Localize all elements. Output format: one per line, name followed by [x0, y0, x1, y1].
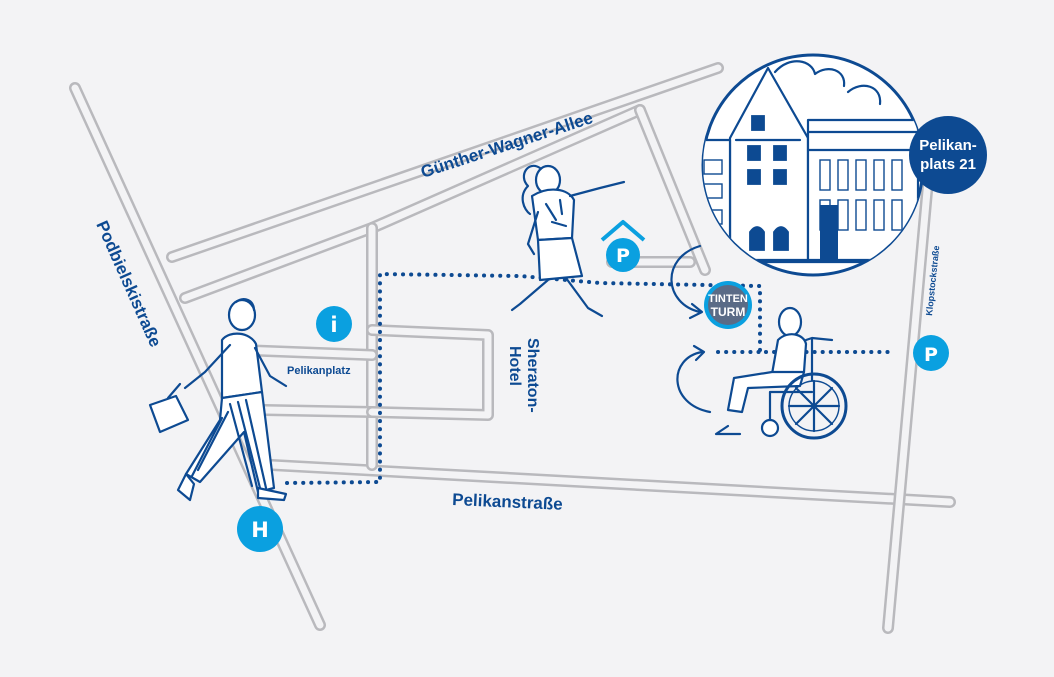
bus-stop-marker[interactable]: H	[237, 506, 283, 552]
garage-roof-icon	[600, 220, 646, 242]
arrow-head-icon-2	[692, 344, 706, 362]
parking-accessible-marker[interactable]: P	[913, 335, 949, 371]
wheelchair-user-illustration	[714, 306, 848, 440]
turn-arrow-bottom	[676, 350, 712, 414]
street-label-pelikanstrasse: Pelikanstraße	[452, 490, 563, 514]
address-line-2: plats 21	[920, 156, 976, 173]
building-illustration	[701, 53, 925, 277]
turn-arrows	[670, 244, 712, 414]
turn-arrow-top	[670, 244, 702, 314]
parking-garage-marker[interactable]: P	[600, 220, 646, 272]
street-label-pelikanplatz: Pelikanplatz	[287, 365, 351, 377]
tintenturm-logo: TINTEN TURM	[704, 281, 752, 329]
logo-line-2: TURM	[711, 305, 746, 319]
hotel-label-line2: Hotel	[506, 346, 523, 386]
parking-garage-letter: P	[616, 245, 630, 267]
walking-route	[285, 271, 892, 485]
hotel-label-line1: Sheraton-	[524, 338, 541, 413]
pointing-woman-illustration	[510, 164, 626, 318]
street-label-podbielskistrasse: Podbielskistraße	[92, 218, 165, 350]
arrow-head-icon	[688, 302, 704, 320]
info-letter: i	[330, 313, 337, 337]
address-badge: Pelikan- plats 21	[909, 116, 987, 194]
walking-man-illustration	[148, 298, 288, 502]
address-line-1: Pelikan-	[919, 137, 977, 154]
road-network	[69, 62, 956, 634]
info-marker[interactable]: i	[316, 306, 352, 342]
bus-stop-letter: H	[251, 518, 269, 542]
parking-accessible-letter: P	[924, 344, 938, 366]
logo-line-1: TINTEN	[708, 293, 748, 305]
